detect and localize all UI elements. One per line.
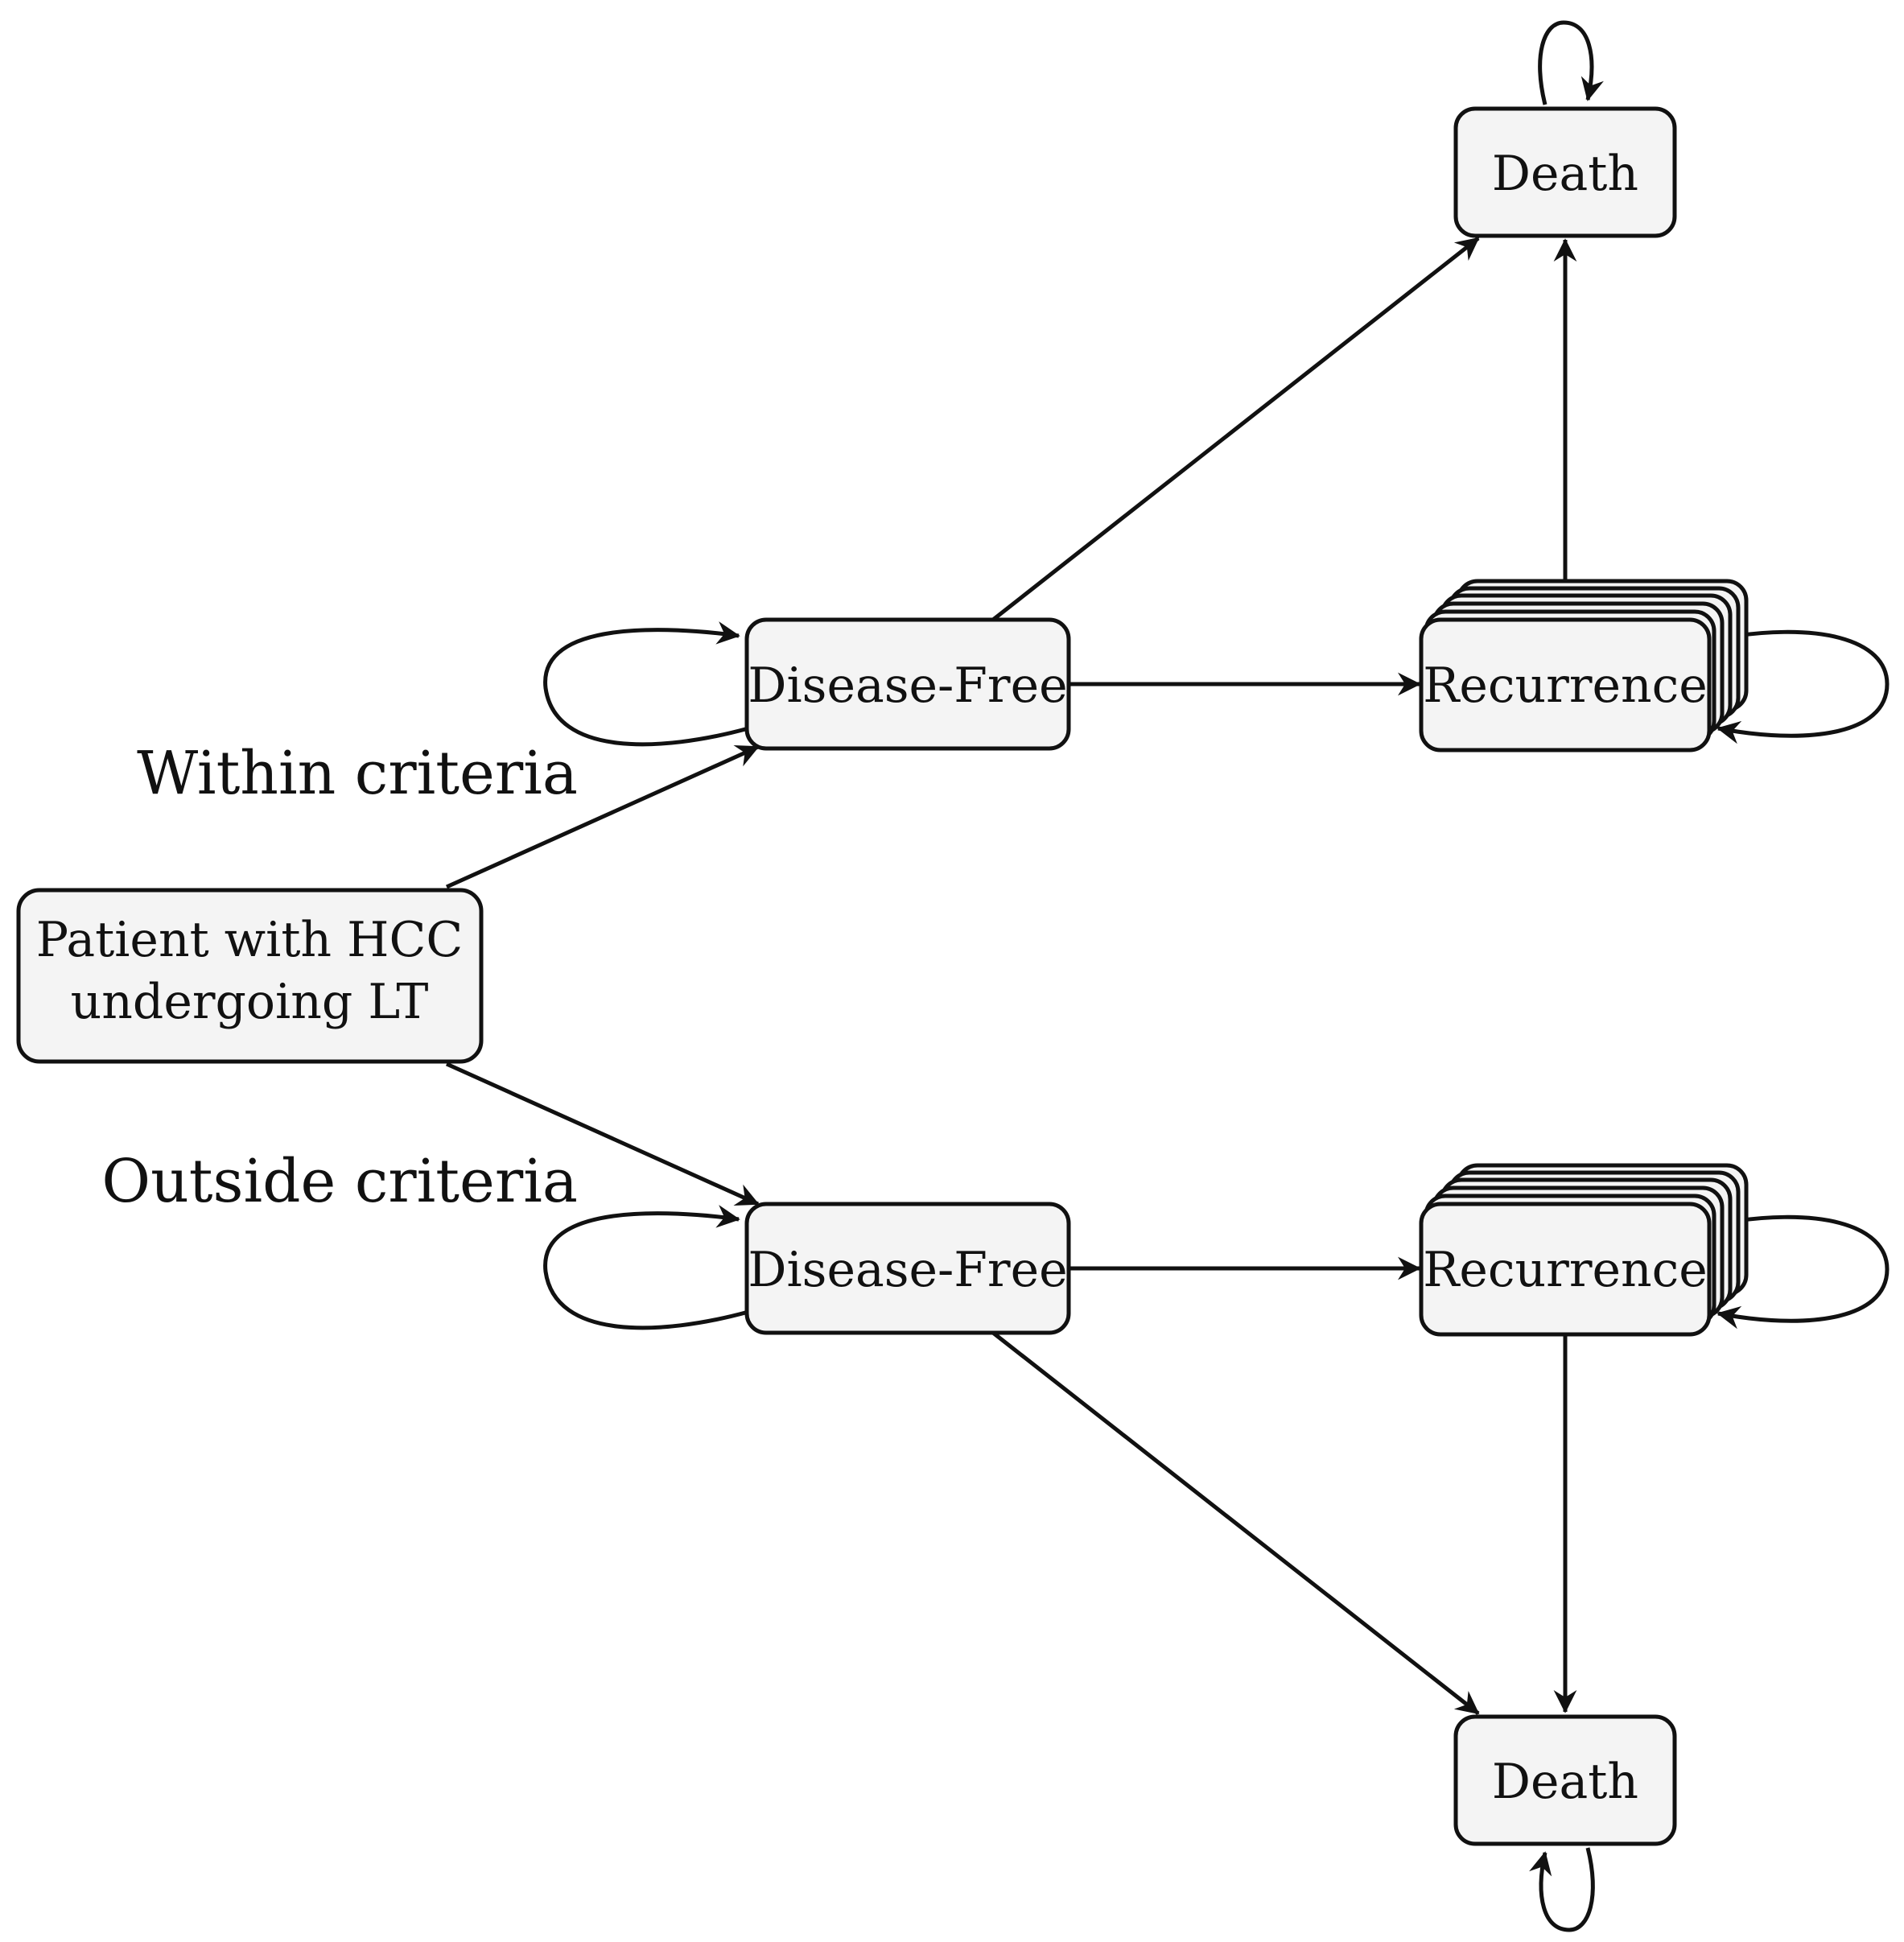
self-loop-within-disease-free	[543, 621, 749, 747]
node-outside-disease-free-label: Disease-Free	[748, 1242, 1067, 1298]
node-outside-death-label: Death	[1492, 1754, 1638, 1810]
node-outside-disease-free: Disease-Free	[744, 1202, 1071, 1335]
self-loop-outside-recurrence	[1711, 1214, 1890, 1330]
node-within-recurrence: Recurrence	[1419, 579, 1749, 752]
node-outside-recurrence: Recurrence	[1419, 1163, 1749, 1337]
self-loop-within-recurrence	[1711, 629, 1890, 744]
node-start: Patient with HCC undergoing LT	[16, 888, 484, 1064]
node-start-line1: Patient with HCC	[36, 912, 464, 968]
edge-within-disease-free-to-death	[991, 237, 1480, 621]
node-within-disease-free-label: Disease-Free	[748, 658, 1067, 714]
node-within-death-label: Death	[1492, 146, 1638, 202]
self-loop-outside-disease-free	[543, 1205, 749, 1330]
branch-label-outside: Outside criteria	[101, 1147, 578, 1216]
node-within-disease-free: Disease-Free	[744, 617, 1071, 751]
node-within-death: Death	[1453, 106, 1677, 238]
edge-start-to-outside-disease-free	[445, 1062, 760, 1206]
node-start-line2: undergoing LT	[71, 974, 429, 1030]
edge-outside-disease-free-to-death	[991, 1331, 1480, 1715]
self-loop-within-death	[1538, 20, 1604, 105]
branch-label-within: Within criteria	[137, 739, 578, 808]
self-loop-outside-death	[1529, 1847, 1595, 1932]
node-outside-death: Death	[1453, 1714, 1677, 1846]
node-outside-recurrence-label: Recurrence	[1423, 1242, 1708, 1298]
edge-start-to-within-disease-free	[445, 744, 760, 889]
node-within-recurrence-label: Recurrence	[1423, 658, 1708, 714]
